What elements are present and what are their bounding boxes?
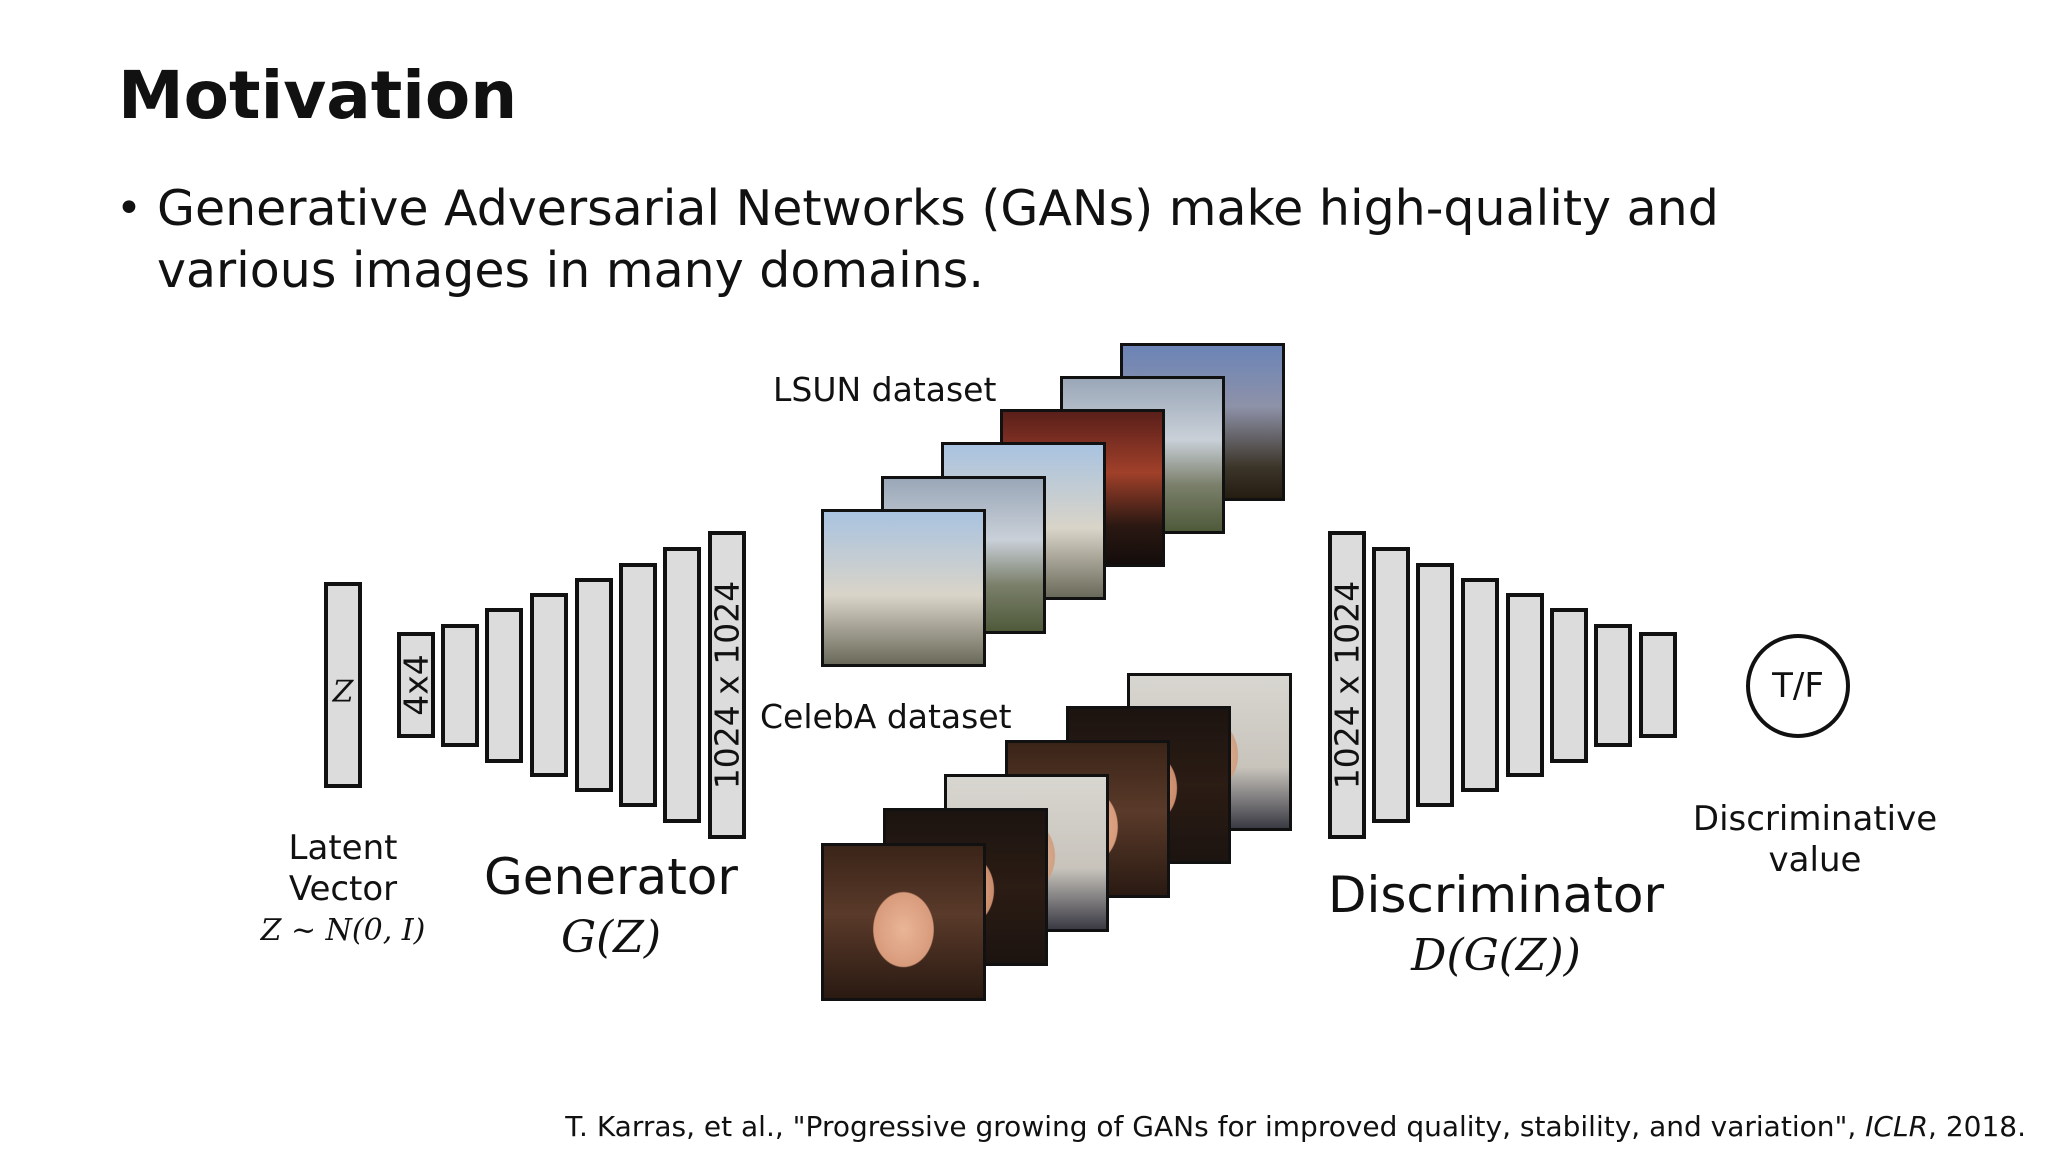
generator-first-layer-label: 4x4 — [396, 654, 436, 716]
discriminator-layer — [1594, 624, 1632, 747]
generator-layer — [397, 632, 435, 738]
latent-symbol: Z — [332, 674, 354, 710]
citation-prefix: T. Karras, et al., "Progressive growing … — [565, 1110, 1866, 1143]
generator-layer — [708, 531, 746, 839]
generator-layer — [663, 547, 701, 823]
discriminator-layer — [1328, 531, 1366, 839]
output-label-line1: Discriminative — [1692, 799, 1938, 839]
slide-title: Motivation — [118, 57, 518, 134]
output-node: T/F — [1746, 634, 1850, 738]
discriminator-layer — [1550, 608, 1588, 763]
generator-layer — [441, 624, 479, 747]
discriminator-layer — [1639, 632, 1677, 738]
latent-label: Latent Vector Z ~ N(0, I) — [261, 828, 426, 951]
latent-distribution: Z ~ N(0, I) — [260, 913, 426, 948]
citation: T. Karras, et al., "Progressive growing … — [565, 1110, 2026, 1143]
discriminator-layer — [1372, 547, 1410, 823]
output-node-label: T/F — [1772, 666, 1824, 706]
bullet-line-1: Generative Adversarial Networks (GANs) m… — [157, 180, 1719, 237]
bullet-line-2: various images in many domains. — [157, 242, 984, 299]
discriminator-math: D(G(Z)) — [1411, 930, 1581, 981]
bullet-text: Generative Adversarial Networks (GANs) m… — [157, 178, 1917, 302]
celeba-dataset-label: CelebA dataset — [760, 697, 1012, 736]
bullet-marker: • — [116, 183, 142, 234]
discriminator-first-layer-label: 1024 x 1024 — [1327, 580, 1367, 790]
latent-label-line2: Vector — [288, 869, 398, 909]
generator-layer — [485, 608, 523, 763]
citation-venue: ICLR — [1865, 1110, 1929, 1143]
generator-label: Generator — [484, 848, 738, 906]
latent-label-line1: Latent — [288, 828, 398, 868]
output-label-line2: value — [1768, 840, 1862, 880]
output-label: Discriminative value — [1693, 799, 1937, 881]
discriminator-layer — [1461, 578, 1499, 792]
celeba-image — [821, 843, 986, 1001]
generator-last-layer-label: 1024 x 1024 — [707, 580, 747, 790]
discriminator-layer — [1416, 563, 1454, 807]
citation-suffix: , 2018. — [1928, 1110, 2026, 1143]
lsun-dataset-label: LSUN dataset — [773, 370, 997, 409]
discriminator-layer — [1506, 593, 1544, 777]
generator-layer — [619, 563, 657, 807]
generator-layer — [575, 578, 613, 792]
generator-layer — [530, 593, 568, 777]
lsun-image — [821, 509, 986, 667]
generator-math: G(Z) — [560, 912, 662, 963]
latent-vector-block — [324, 582, 362, 788]
discriminator-label: Discriminator — [1327, 866, 1665, 924]
